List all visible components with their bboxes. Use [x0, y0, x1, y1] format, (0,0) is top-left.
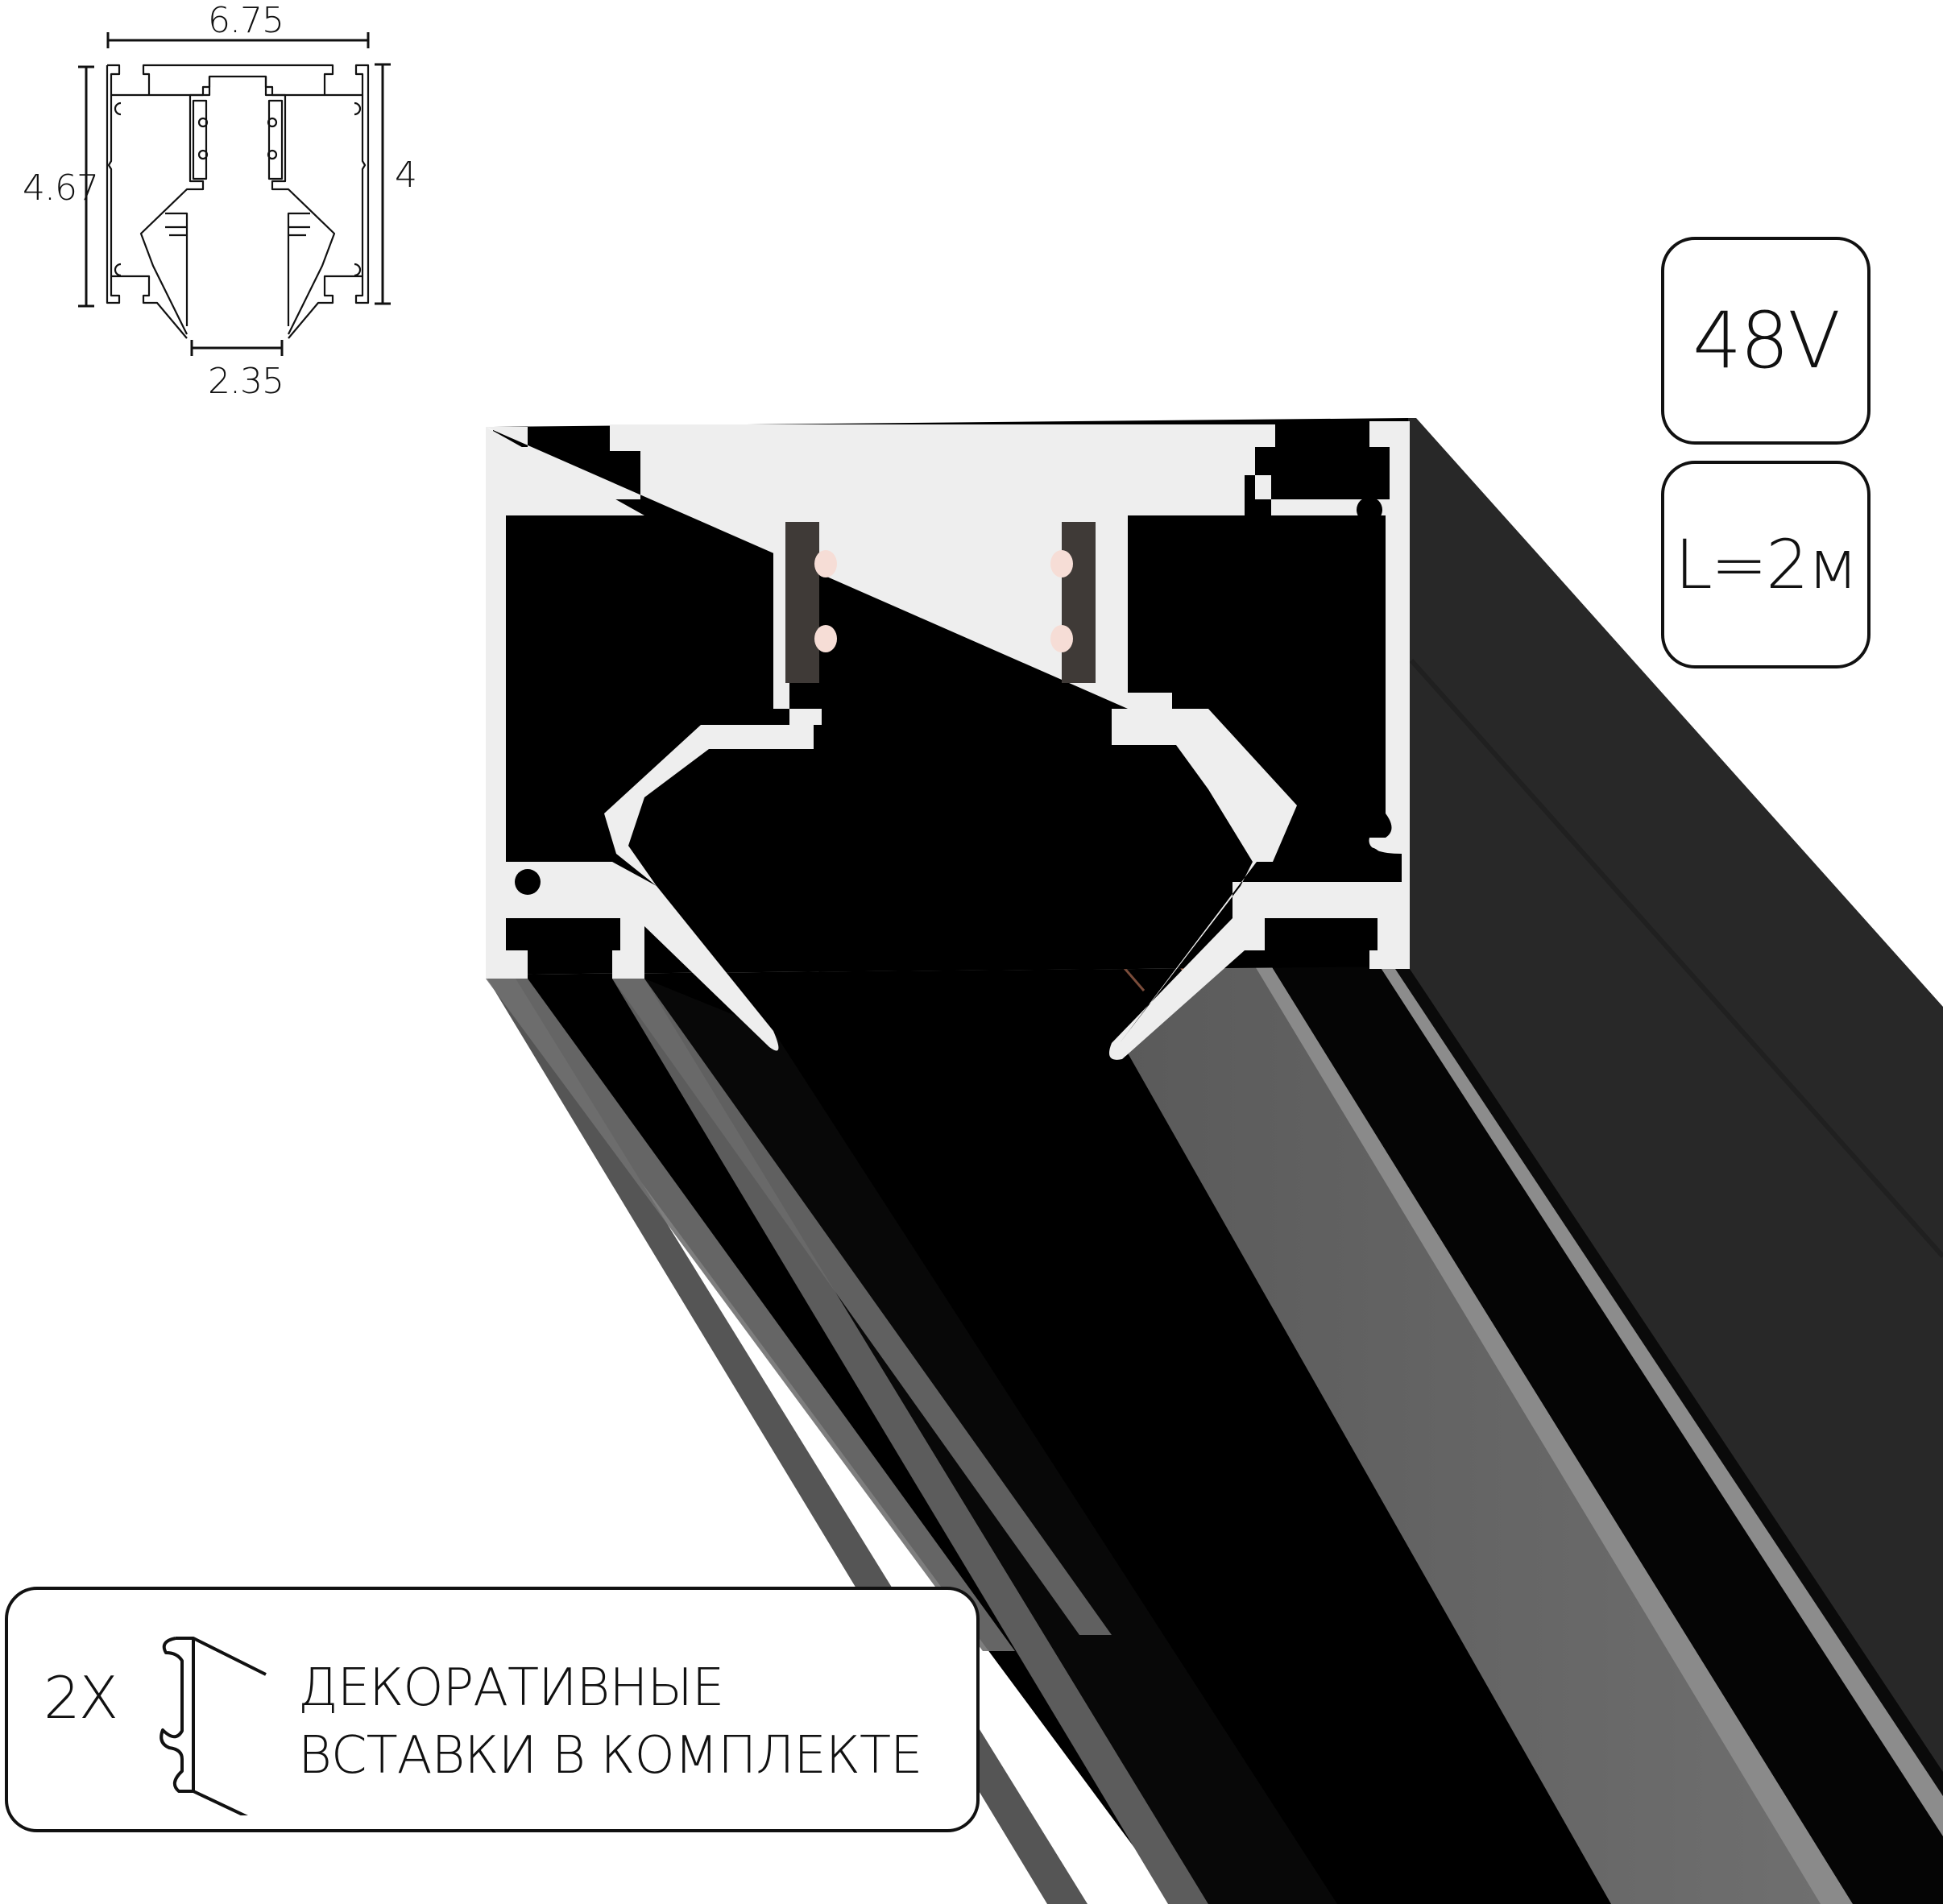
decorative-insert-icon [160, 1637, 267, 1815]
kit-description: ДЕКОРАТИВНЫЕ ВСТАВКИ В КОМПЛЕКТЕ [298, 1654, 922, 1790]
kit-quantity: 2X [44, 1664, 118, 1732]
voltage-badge: 48V [1661, 237, 1870, 445]
kit-contents-box: 2X ДЕКОРАТИВНЫЕ ВСТАВКИ В КОМПЛЕКТЕ [5, 1587, 980, 1832]
cross-section-drawing: 6.75 4.67 4 2.35 [0, 0, 644, 403]
length-badge: L=2м [1661, 461, 1870, 668]
profile-outline-icon [78, 32, 391, 356]
kit-description-line1: ДЕКОРАТИВНЫЕ [298, 1658, 724, 1718]
voltage-value: 48V [1692, 296, 1841, 386]
dimension-opening: 2.35 [208, 361, 284, 402]
dimension-height-total: 4.67 [23, 168, 99, 209]
kit-description-line2: ВСТАВКИ В КОМПЛЕКТЕ [298, 1726, 922, 1786]
dimension-height-body: 4 [395, 155, 417, 196]
length-value: L=2м [1675, 525, 1858, 604]
dimension-width: 6.75 [208, 0, 284, 41]
